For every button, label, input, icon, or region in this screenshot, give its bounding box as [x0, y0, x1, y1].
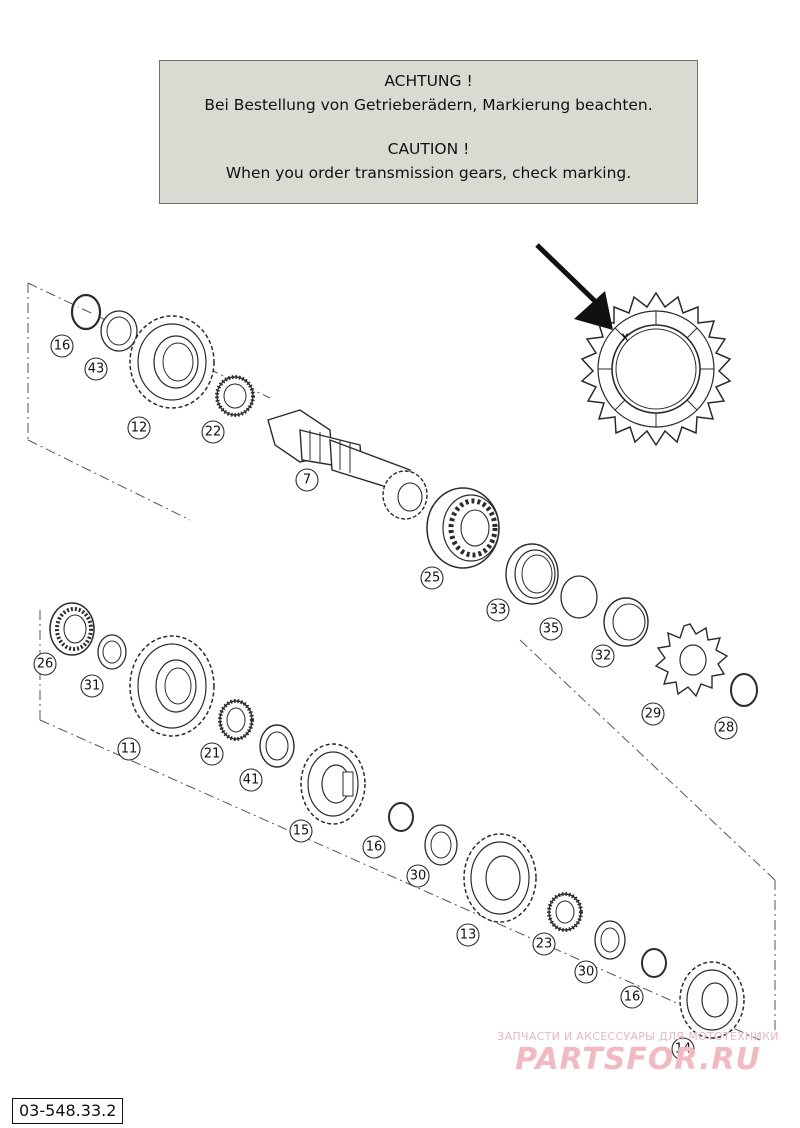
caution-notice-box: ACHTUNG ! Bei Bestellung von Getrieberäd… — [159, 60, 698, 204]
callout-30: 30 — [406, 864, 430, 888]
callout-16: 16 — [620, 985, 644, 1009]
svg-text:43: 43 — [88, 362, 105, 377]
notice-heading-en: CAUTION ! — [387, 140, 470, 158]
svg-text:25: 25 — [424, 571, 441, 586]
callout-43: 43 — [84, 357, 108, 381]
svg-text:7: 7 — [303, 473, 311, 488]
callout-12: 12 — [127, 416, 151, 440]
svg-text:28: 28 — [718, 721, 735, 736]
svg-text:41: 41 — [243, 773, 260, 788]
callout-23: 23 — [532, 932, 556, 956]
svg-text:22: 22 — [205, 425, 222, 440]
needle-bearing-part — [215, 375, 255, 417]
notice-heading-de: ACHTUNG ! — [384, 72, 473, 90]
marking-arrow — [535, 243, 613, 330]
svg-text:14: 14 — [675, 1042, 692, 1057]
gear-part — [679, 961, 745, 1039]
gear-part — [300, 743, 366, 825]
thrust-washer-part — [97, 634, 127, 670]
svg-text:35: 35 — [543, 622, 560, 637]
callout-11: 11 — [117, 737, 141, 761]
needle-bearing-part — [547, 892, 583, 932]
svg-text:15: 15 — [293, 824, 310, 839]
gear-part — [463, 833, 537, 923]
ball-bearing-part — [49, 602, 95, 656]
callout-22: 22 — [201, 420, 225, 444]
svg-text:23: 23 — [536, 937, 553, 952]
circlip-part — [641, 948, 667, 978]
callout-14: 14 — [671, 1037, 695, 1061]
callout-35: 35 — [539, 617, 563, 641]
marking-symbol: x — [621, 330, 629, 345]
callout-25: 25 — [420, 566, 444, 590]
sprocket-part — [654, 623, 729, 698]
svg-text:30: 30 — [578, 965, 595, 980]
shaft-seal-part — [505, 543, 559, 605]
o-ring-part — [560, 575, 598, 619]
callout-26: 26 — [33, 652, 57, 676]
callout-13: 13 — [456, 923, 480, 947]
callout-33: 33 — [486, 598, 510, 622]
thrust-washer-part — [100, 310, 138, 352]
gear-part — [129, 315, 215, 409]
main-shaft-part — [267, 409, 428, 520]
callout-16: 16 — [50, 334, 74, 358]
callout-21: 21 — [200, 742, 224, 766]
spacer-bushing-part — [603, 597, 649, 647]
drawing-number-label: 03-548.33.2 — [12, 1098, 124, 1124]
svg-text:11: 11 — [121, 742, 138, 757]
svg-text:12: 12 — [131, 421, 148, 436]
svg-text:30: 30 — [410, 869, 427, 884]
needle-bearing-part — [218, 699, 254, 741]
svg-text:16: 16 — [366, 840, 383, 855]
notice-text-de: Bei Bestellung von Getrieberädern, Marki… — [204, 96, 653, 114]
ball-bearing-part — [426, 487, 500, 569]
callout-29: 29 — [641, 702, 665, 726]
thrust-washer-part — [594, 920, 626, 960]
callout-28: 28 — [714, 716, 738, 740]
main-shaft-group — [70, 293, 758, 707]
svg-text:29: 29 — [645, 707, 662, 722]
callout-7: 7 — [295, 468, 319, 492]
callout-32: 32 — [591, 644, 615, 668]
circlip-part — [730, 673, 758, 707]
circlip-part — [70, 293, 102, 331]
svg-text:16: 16 — [54, 339, 71, 354]
svg-text:26: 26 — [37, 657, 54, 672]
callout-31: 31 — [80, 674, 104, 698]
svg-text:16: 16 — [624, 990, 641, 1005]
marked-gear-detail: x — [535, 243, 732, 447]
thrust-washer-part — [259, 724, 295, 768]
callout-15: 15 — [289, 819, 313, 843]
callout-41: 41 — [239, 768, 263, 792]
svg-text:21: 21 — [204, 747, 221, 762]
svg-text:13: 13 — [460, 928, 477, 943]
notice-text-en: When you order transmission gears, check… — [225, 164, 632, 182]
thrust-washer-part — [424, 824, 458, 866]
callout-labels: 16 43 12 22 7 25 33 35 32 29 28 26 31 11… — [33, 334, 738, 1061]
svg-text:33: 33 — [490, 603, 507, 618]
countershaft-group — [49, 602, 745, 1039]
callout-16: 16 — [362, 835, 386, 859]
svg-text:32: 32 — [595, 649, 612, 664]
callout-30: 30 — [574, 960, 598, 984]
circlip-part — [388, 802, 414, 832]
gear-part — [129, 635, 215, 737]
svg-text:31: 31 — [84, 679, 101, 694]
